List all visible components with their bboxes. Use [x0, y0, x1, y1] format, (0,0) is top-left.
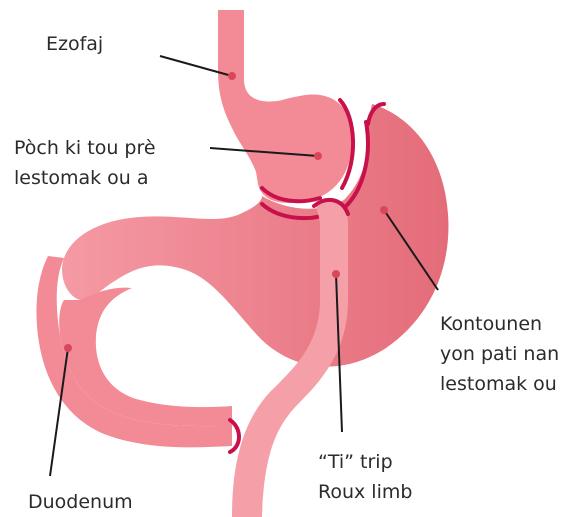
pouch-dot: [314, 152, 322, 160]
duodenum-label: Duodenum: [28, 491, 133, 513]
pouch-shape: [254, 95, 352, 203]
esophagus-label: Ezofaj: [46, 33, 103, 55]
remnant-label-line-3: lestomak ou: [440, 373, 557, 395]
remnant-label-line-1: Kontounen: [440, 313, 542, 335]
pouch-label-line-2: lestomak ou a: [14, 167, 148, 189]
remnant-label-line-2: yon pati nan: [440, 343, 559, 365]
roux-dot: [332, 270, 340, 278]
duodenum-dot: [64, 344, 72, 352]
roux-label-line-2: Roux limb: [318, 481, 412, 503]
roux-label-line-1: “Ti” trip: [318, 451, 393, 473]
esophagus-dot: [228, 72, 236, 80]
pouch-label-line-1: Pòch ki tou prè: [14, 137, 156, 159]
remnant-dot: [380, 206, 388, 214]
